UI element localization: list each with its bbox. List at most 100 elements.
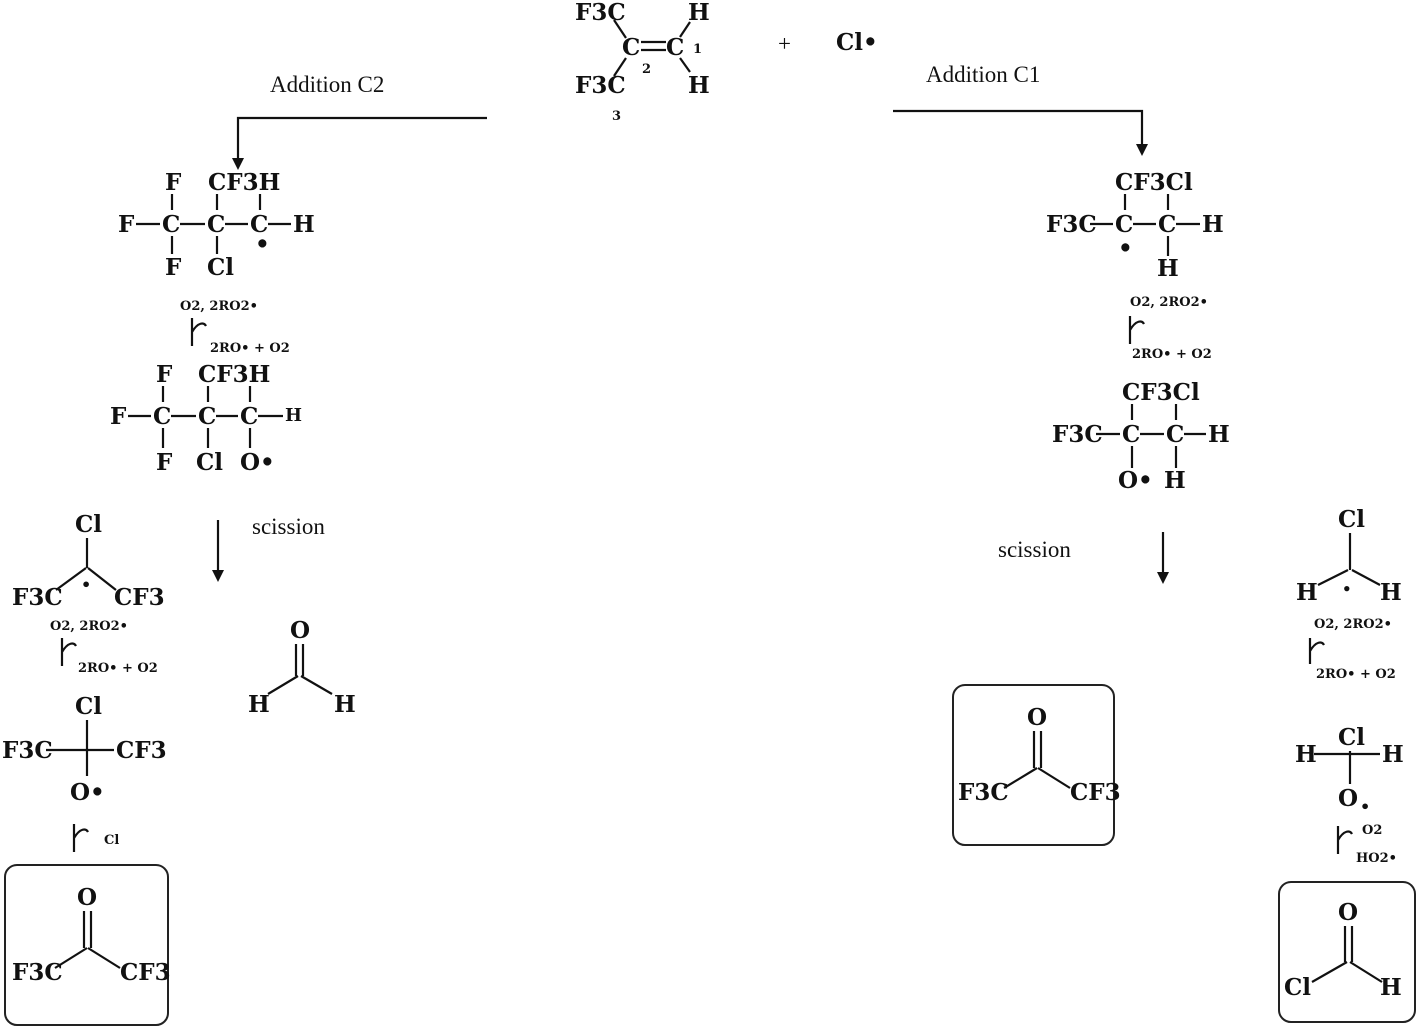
atom-h: H: [1382, 741, 1404, 768]
scission-left-label: scission: [252, 514, 325, 539]
atom-c: C: [1115, 211, 1133, 238]
atom-f: F: [110, 403, 127, 430]
reactant-molecule: F3C F3C C C H H 1 2 3: [575, 0, 710, 124]
atom-h: H: [248, 691, 270, 718]
bond: [1349, 961, 1383, 983]
curved-arrow-icon: [1336, 826, 1353, 854]
atom-h: H: [1164, 467, 1186, 494]
oxygen-radical: O•: [70, 779, 105, 806]
atom-h: H: [1380, 579, 1402, 606]
left-chloro-radical: Cl • F3C CF3: [12, 511, 165, 611]
group-cf3: CF3: [116, 737, 167, 764]
condition-out: 2RO• + O2: [1132, 347, 1212, 362]
curved-arrow-icon: [72, 824, 89, 852]
atom-o: O: [1338, 899, 1358, 926]
bond: [613, 57, 627, 77]
group-cf3cl: CF3Cl: [1122, 379, 1200, 406]
group-f3c: F3C: [12, 959, 63, 986]
atom-h: H: [1157, 255, 1179, 282]
product-box: [1278, 881, 1416, 1023]
left-cl-elimination: Cl: [72, 824, 119, 852]
oxygen-radical: O•: [1118, 467, 1153, 494]
left-alkoxy-radical: F CF3H F C C C H F Cl O•: [110, 361, 302, 476]
atom-h: H: [1208, 421, 1230, 448]
atom-h: H: [1295, 741, 1317, 768]
bond: [300, 675, 333, 695]
atom-h: H: [334, 691, 356, 718]
atom-cl: Cl: [207, 254, 234, 281]
chloromethyl-radical: Cl H H •: [1296, 506, 1402, 606]
radical-dot: •: [255, 231, 270, 258]
condition-o2: O2: [1362, 823, 1382, 838]
curved-arrow-icon: [190, 318, 207, 346]
condition-out: 2RO• + O2: [210, 341, 290, 356]
right-ho2-elimination: O2 HO2•: [1336, 823, 1397, 866]
curved-arrow-icon: [1308, 638, 1325, 664]
chloromethoxy-radical: Cl H H O •: [1295, 724, 1404, 816]
atom-o: O: [77, 884, 97, 911]
bond: [87, 567, 117, 591]
right-alkoxy-radical: CF3Cl F3C C C H O• H: [1052, 379, 1230, 494]
bond: [267, 675, 299, 695]
condition-in: O2, 2RO2•: [50, 619, 128, 634]
condition-cl: Cl: [104, 833, 119, 848]
product-box: [4, 864, 169, 1026]
reactant-num-3: 3: [612, 109, 621, 124]
bond: [87, 947, 121, 969]
atom-cl: Cl: [1284, 974, 1311, 1001]
product-box: [952, 684, 1115, 846]
arrowhead: [1157, 572, 1169, 584]
atom-f: F: [118, 211, 135, 238]
group-cf3h: CF3H: [198, 361, 270, 388]
arrow-addition-c1: [893, 109, 1144, 146]
atom-f: F: [156, 449, 173, 476]
group-cf3: CF3: [114, 584, 165, 611]
right-product-hexafluoroacetone: O F3C CF3: [952, 684, 1121, 846]
right-peroxy-step-1: O2, 2RO2• 2RO• + O2: [1128, 295, 1212, 362]
right-peroxy-step-2: O2, 2RO2• 2RO• + O2: [1308, 617, 1396, 682]
reactant-h-bottom: H: [688, 72, 710, 99]
condition-in: O2, 2RO2•: [1130, 295, 1208, 310]
plus-sign: +: [778, 31, 791, 56]
atom-h: H: [1380, 974, 1402, 1001]
reactant-f3c-bottom: F3C: [575, 72, 626, 99]
atom-c: C: [1158, 211, 1176, 238]
group-f3c: F3C: [1052, 421, 1103, 448]
formyl-chloride-product: O Cl H: [1278, 881, 1416, 1023]
atom-c: C: [250, 211, 268, 238]
condition-ho2: HO2•: [1356, 851, 1397, 866]
atom-c: C: [162, 211, 180, 238]
reactant-num-2: 2: [642, 62, 651, 77]
group-f3c: F3C: [1046, 211, 1097, 238]
atom-o: O: [290, 617, 310, 644]
condition-in: O2, 2RO2•: [1314, 617, 1392, 632]
bond: [1037, 767, 1071, 789]
left-peroxy-step-1: O2, 2RO2• 2RO• + O2: [180, 299, 290, 356]
atom-cl: Cl: [1338, 724, 1365, 751]
bond: [1317, 569, 1349, 586]
atom-f: F: [156, 361, 173, 388]
atom-c: C: [207, 211, 225, 238]
chlorine-radical: Cl•: [836, 29, 878, 56]
radical-dot: •: [1342, 580, 1352, 598]
reactant-num-1: 1: [693, 42, 702, 57]
bond: [54, 947, 88, 969]
curved-arrow-icon: [60, 638, 77, 666]
atom-c: C: [153, 403, 171, 430]
reactant-h-top: H: [688, 0, 710, 26]
scission-right-label: scission: [998, 537, 1071, 562]
oxygen-radical: O•: [240, 449, 275, 476]
atom-cl: Cl: [75, 693, 102, 720]
radical-dot: •: [81, 575, 91, 594]
right-radical-adduct: CF3Cl F3C C C H H •: [1046, 169, 1224, 282]
condition-out: 2RO• + O2: [1316, 667, 1396, 682]
bond: [1311, 961, 1348, 983]
group-cf3: CF3: [120, 959, 171, 986]
bond: [613, 19, 627, 39]
atom-c: C: [198, 403, 216, 430]
bond: [1003, 767, 1038, 789]
radical-dot: •: [1118, 235, 1133, 262]
addition-c2-label: Addition C2: [270, 72, 384, 97]
atom-c: C: [1122, 421, 1140, 448]
